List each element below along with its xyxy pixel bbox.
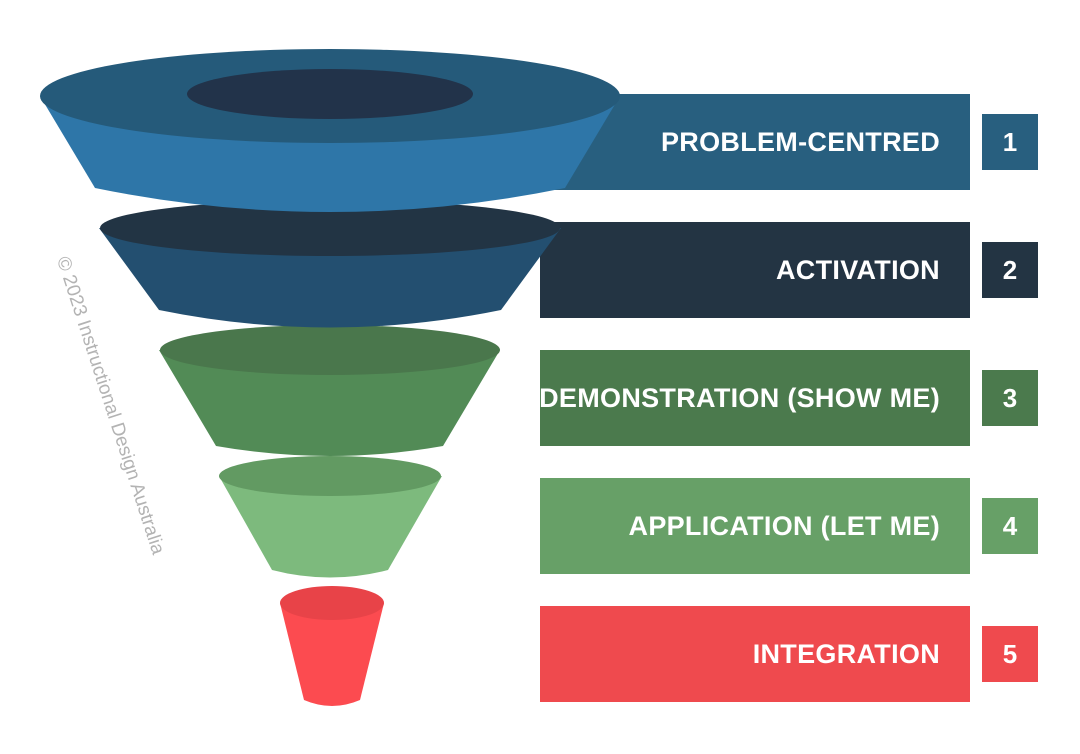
funnel-tier-4 xyxy=(219,456,442,578)
stage-band-2: ACTIVATION xyxy=(540,222,970,318)
stage-number-3: 3 xyxy=(982,370,1038,426)
stage-number-4: 4 xyxy=(982,498,1038,554)
stage-label-2: ACTIVATION xyxy=(776,255,940,285)
stage-label-4: APPLICATION (LET ME) xyxy=(628,511,940,541)
funnel-tier-5 xyxy=(280,586,384,706)
funnel-tier-1 xyxy=(40,49,620,212)
stage-label-1: PROBLEM-CENTRED xyxy=(661,127,940,157)
stage-band-1: PROBLEM-CENTRED xyxy=(540,94,970,190)
stage-label-5: INTEGRATION xyxy=(752,639,940,669)
stage-label-3: DEMONSTRATION (SHOW ME) xyxy=(539,383,940,413)
funnel-tier-2 xyxy=(99,200,561,328)
stage-band-5: INTEGRATION xyxy=(540,606,970,702)
stage-band-3: DEMONSTRATION (SHOW ME) xyxy=(539,350,970,446)
stage-number-5: 5 xyxy=(982,626,1038,682)
funnel-tier-3 xyxy=(159,325,500,456)
stage-number-2: 2 xyxy=(982,242,1038,298)
stage-number-1: 1 xyxy=(982,114,1038,170)
stage-band-4: APPLICATION (LET ME) xyxy=(540,478,970,574)
